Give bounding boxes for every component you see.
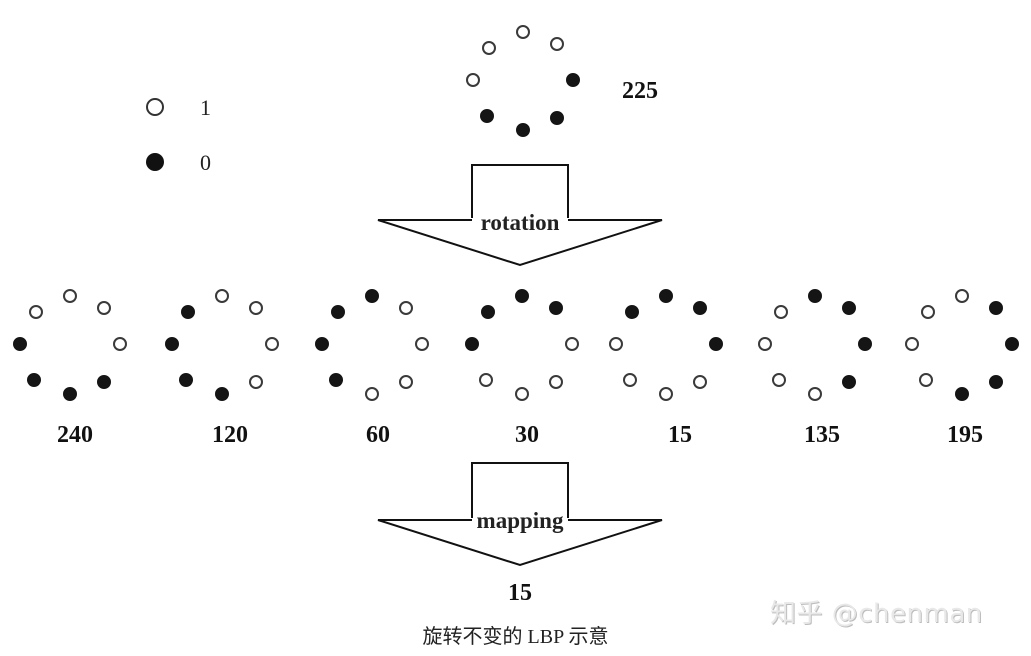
pattern-label: 30 [515,422,539,448]
rotation-arrow-icon [377,164,663,267]
open-circle-icon [693,375,707,389]
watermark: 知乎 @chenman [770,599,983,629]
filled-circle-icon [27,373,41,387]
legend-label-one: 1 [200,95,211,120]
filled-circle-icon [181,305,195,319]
open-circle-icon [482,41,496,55]
open-circle-icon [921,305,935,319]
open-circle-icon [919,373,933,387]
filled-circle-icon [146,153,164,171]
open-circle-icon [97,301,111,315]
open-circle-icon [399,375,413,389]
open-circle-icon [623,373,637,387]
filled-circle-icon [842,375,856,389]
pattern-label: 195 [947,422,983,448]
open-circle-icon [415,337,429,351]
filled-circle-icon [215,387,229,401]
open-circle-icon [955,289,969,303]
filled-circle-icon [97,375,111,389]
filled-circle-icon [165,337,179,351]
open-circle-icon [565,337,579,351]
open-circle-icon [772,373,786,387]
filled-circle-icon [481,305,495,319]
filled-circle-icon [465,337,479,351]
filled-circle-icon [566,73,580,87]
filled-circle-icon [365,289,379,303]
pattern-label: 60 [366,422,390,448]
pattern-label: 120 [212,422,248,448]
filled-circle-icon [480,109,494,123]
filled-circle-icon [63,387,77,401]
filled-circle-icon [315,337,329,351]
filled-circle-icon [989,375,1003,389]
filled-circle-icon [329,373,343,387]
open-circle-icon [774,305,788,319]
open-circle-icon [399,301,413,315]
rotation-label: rotation [480,210,560,235]
open-circle-icon [265,337,279,351]
filled-circle-icon [858,337,872,351]
result-label: 15 [508,580,532,606]
filled-circle-icon [842,301,856,315]
filled-circle-icon [659,289,673,303]
open-circle-icon [515,387,529,401]
mapping-label: mapping [476,508,564,533]
open-circle-icon [249,301,263,315]
filled-circle-icon [179,373,193,387]
open-circle-icon [550,37,564,51]
open-circle-icon [549,375,563,389]
filled-circle-icon [1005,337,1019,351]
filled-circle-icon [693,301,707,315]
open-circle-icon [516,25,530,39]
open-circle-icon [609,337,623,351]
pattern-label: 240 [57,422,93,448]
filled-circle-icon [955,387,969,401]
open-circle-icon [479,373,493,387]
filled-circle-icon [549,301,563,315]
open-circle-icon [659,387,673,401]
open-circle-icon [63,289,77,303]
open-circle-icon [146,98,164,116]
filled-circle-icon [331,305,345,319]
filled-circle-icon [516,123,530,137]
filled-circle-icon [13,337,27,351]
open-circle-icon [758,337,772,351]
open-circle-icon [905,337,919,351]
open-circle-icon [249,375,263,389]
pattern-label: 135 [804,422,840,448]
legend-label-zero: 0 [200,150,211,175]
open-circle-icon [29,305,43,319]
top-pattern-label: 225 [622,78,658,104]
open-circle-icon [215,289,229,303]
filled-circle-icon [709,337,723,351]
open-circle-icon [808,387,822,401]
filled-circle-icon [515,289,529,303]
filled-circle-icon [808,289,822,303]
pattern-label: 15 [668,422,692,448]
filled-circle-icon [989,301,1003,315]
open-circle-icon [113,337,127,351]
open-circle-icon [365,387,379,401]
mapping-arrow-icon [377,462,663,567]
figure-caption: 旋转不变的 LBP 示意 [422,626,609,648]
filled-circle-icon [625,305,639,319]
open-circle-icon [466,73,480,87]
filled-circle-icon [550,111,564,125]
